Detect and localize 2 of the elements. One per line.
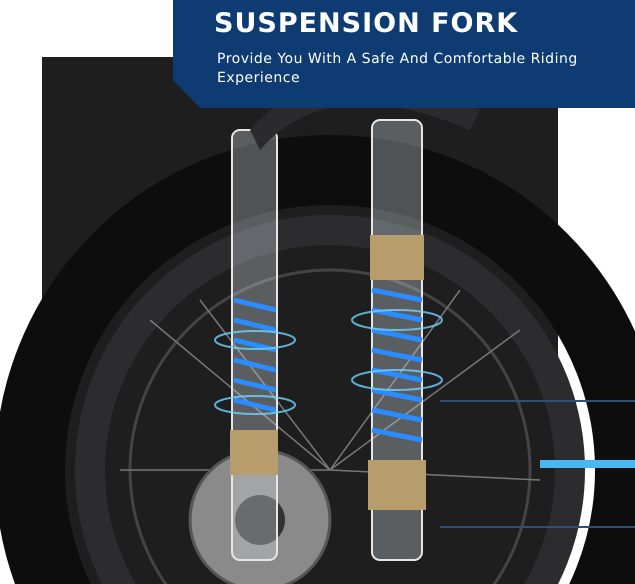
subtitle: Provide You With A Safe And Comfortable Riding Experience <box>217 50 579 88</box>
heading: SUSPENSION FORK <box>214 8 518 39</box>
